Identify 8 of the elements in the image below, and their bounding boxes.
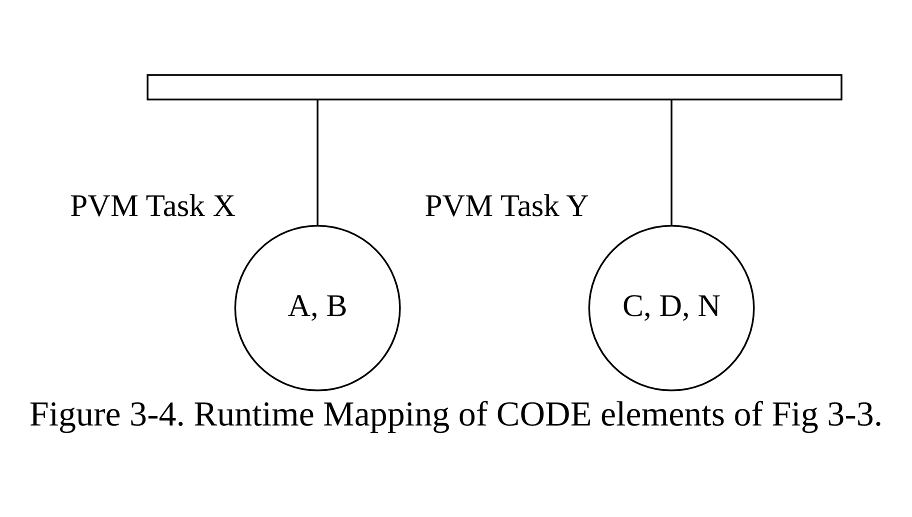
connector: [670, 99, 672, 225]
node-circle: C, D, N: [588, 224, 755, 391]
node-label: PVM Task Y: [424, 187, 589, 222]
connector: [316, 99, 318, 225]
node-label: PVM Task X: [70, 187, 236, 222]
node-circle: A, B: [234, 224, 401, 391]
node-bar: [146, 74, 842, 100]
caption: Figure 3-4. Runtime Mapping of CODE elements of Fig 3-3.: [29, 394, 883, 433]
